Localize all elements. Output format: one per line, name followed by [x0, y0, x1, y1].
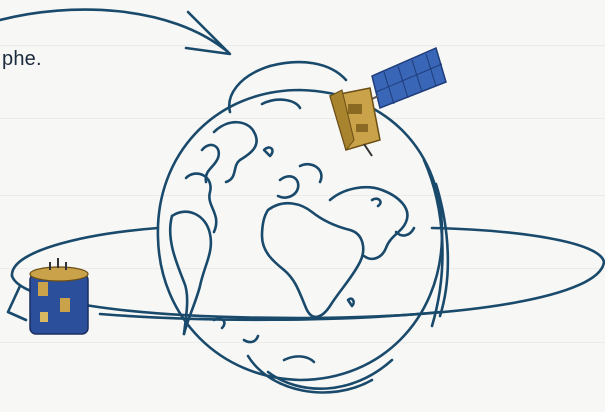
orbit-ring-back [12, 228, 158, 276]
arrowhead-icon [8, 286, 26, 320]
globe-sketch-icon [158, 62, 448, 392]
satellite-solar-panel-icon [330, 48, 446, 156]
orbit-ring-back [432, 228, 604, 262]
curved-arrow-icon [0, 10, 230, 54]
satellite-cylinder-icon [30, 258, 88, 334]
